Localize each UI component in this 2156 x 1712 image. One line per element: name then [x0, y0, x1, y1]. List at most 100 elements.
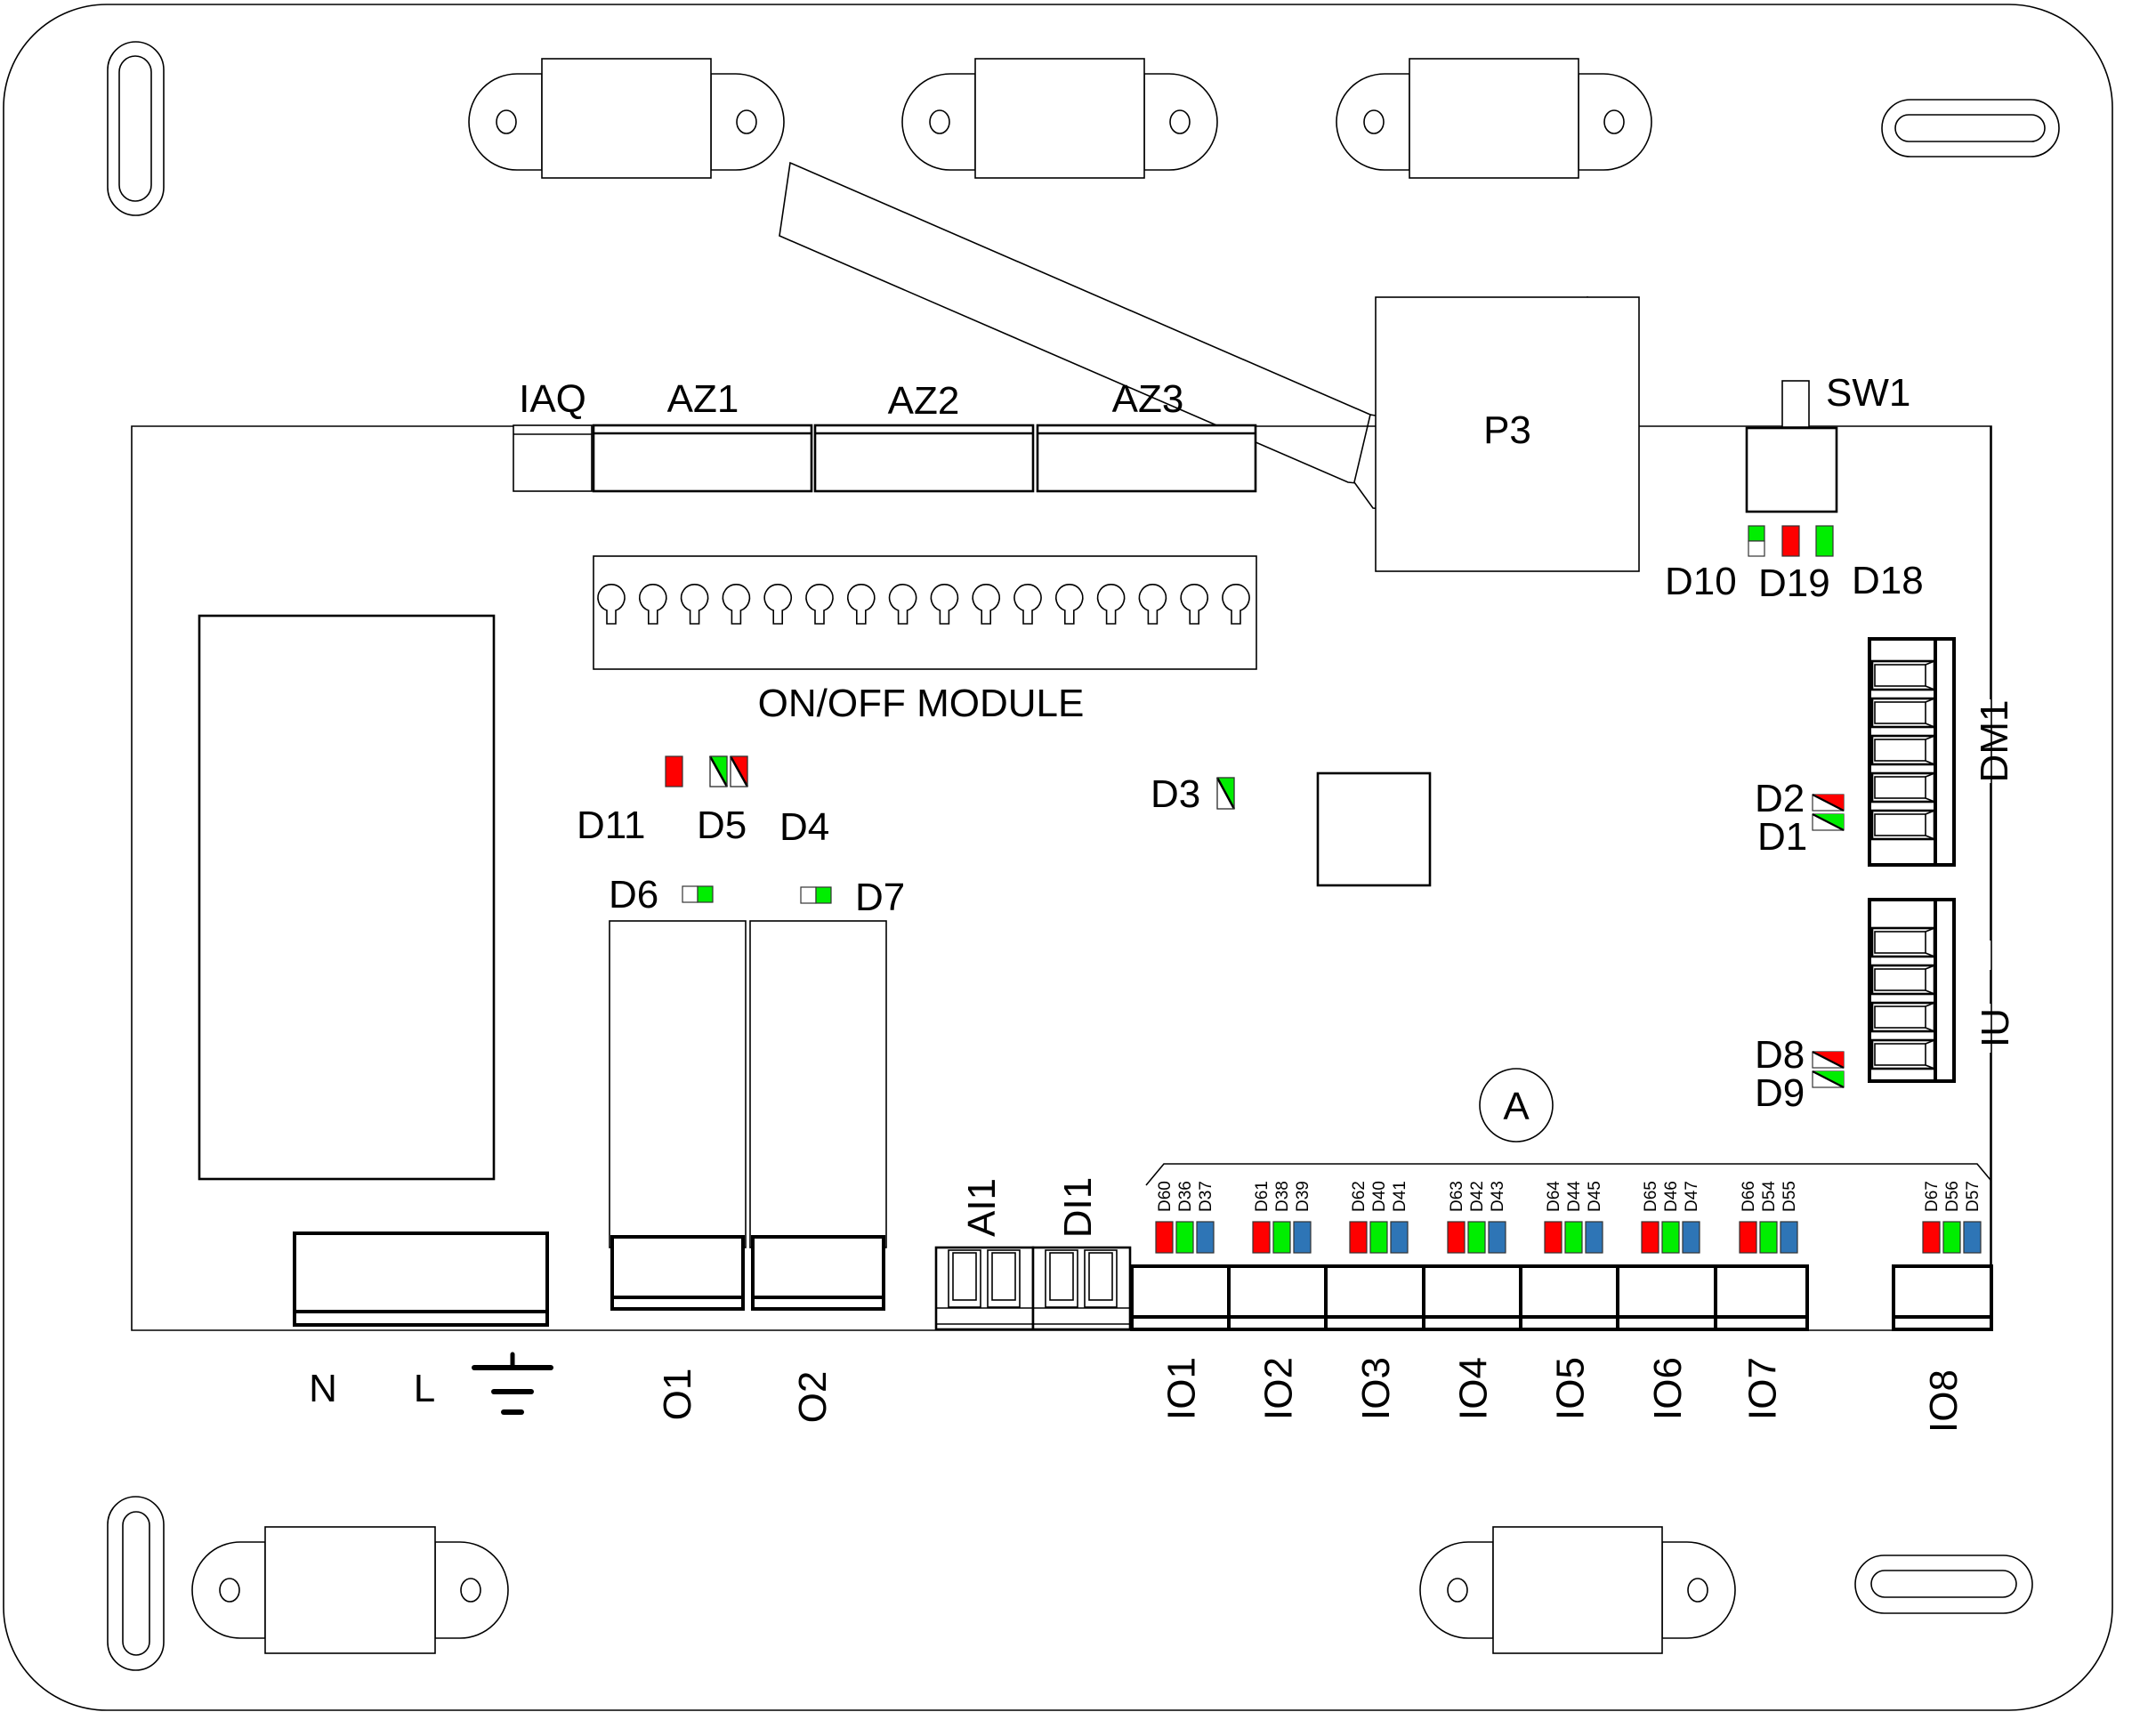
connector-iu[interactable] — [1868, 898, 1956, 1083]
outer-housing — [3, 4, 2113, 1711]
terminal-slot[interactable] — [1870, 964, 1936, 996]
led-d65 — [1641, 1221, 1659, 1254]
terminal-slot[interactable] — [1870, 1001, 1936, 1033]
relay-2 — [749, 920, 887, 1248]
d3-label: D3 — [1151, 772, 1200, 816]
clip-screw-hole — [1687, 1578, 1708, 1603]
led-label: D44 — [1565, 1181, 1584, 1212]
led-d9 — [1812, 1070, 1845, 1088]
mounting-clip — [191, 1526, 509, 1654]
led-label: D46 — [1662, 1181, 1681, 1212]
led-label: D43 — [1489, 1181, 1507, 1212]
sw1-label: SW1 — [1826, 371, 1910, 415]
connector-di1[interactable] — [1031, 1246, 1132, 1331]
terminal-o2[interactable] — [751, 1235, 885, 1311]
io-terminal[interactable] — [1892, 1264, 1993, 1331]
switch-sw1[interactable]: SW1 — [1745, 371, 1910, 513]
connector-iaq[interactable] — [513, 424, 593, 492]
io-terminal[interactable] — [1616, 1264, 1717, 1331]
clip-screw-hole — [929, 109, 950, 134]
terminal-slot[interactable] — [1870, 734, 1936, 766]
input-slot[interactable] — [1084, 1249, 1118, 1308]
led-label: D63 — [1448, 1181, 1466, 1212]
led-label: D42 — [1468, 1181, 1487, 1212]
io-port-label: IO4 — [1452, 1357, 1496, 1420]
terminal-slot[interactable] — [1870, 771, 1936, 804]
clip-ear-left — [1336, 73, 1410, 171]
power-terminal[interactable] — [293, 1232, 549, 1327]
io-port-label: IO3 — [1354, 1357, 1398, 1420]
connector-ai1[interactable] — [934, 1246, 1035, 1331]
terminal-o1[interactable] — [610, 1235, 745, 1311]
led-d44 — [1564, 1221, 1583, 1254]
terminal-slot[interactable] — [1870, 1038, 1936, 1070]
led-label: D54 — [1760, 1181, 1779, 1212]
label-o1: O1 — [656, 1369, 699, 1421]
label-l: L — [414, 1367, 435, 1410]
clip-screw-hole — [1363, 109, 1385, 134]
led-label: D36 — [1176, 1181, 1195, 1212]
clip-screw-hole — [219, 1578, 240, 1603]
led-d18 — [1815, 525, 1834, 557]
io-terminal[interactable] — [1714, 1264, 1809, 1331]
led-d61 — [1252, 1221, 1271, 1254]
io-port-label: IO5 — [1549, 1357, 1593, 1420]
terminal-slot[interactable] — [1870, 926, 1936, 958]
connector-az1[interactable] — [592, 424, 813, 493]
status-leds: D10 D19 D18 — [1665, 525, 1924, 605]
terminal-slot[interactable] — [1870, 809, 1936, 841]
d9-label: D9 — [1755, 1071, 1805, 1115]
mounting-slot-bottom-left — [107, 1496, 165, 1671]
on-off-pin — [847, 584, 876, 625]
d11-label: D11 — [577, 804, 645, 847]
connector-az3[interactable] — [1036, 424, 1257, 493]
connector-dm1[interactable] — [1868, 637, 1956, 867]
led-label: D65 — [1642, 1181, 1660, 1212]
on-off-pin — [1096, 584, 1126, 625]
connector-az2[interactable] — [813, 424, 1035, 493]
clip-body — [264, 1526, 436, 1654]
io-terminal[interactable] — [1519, 1264, 1619, 1331]
clip-screw-hole — [496, 109, 517, 134]
input-slot[interactable] — [987, 1249, 1021, 1308]
input-slot[interactable] — [1045, 1249, 1078, 1308]
relay-leds: D11 D5 D4 — [577, 755, 829, 849]
dm1-leds: D2 D1 — [1755, 777, 1845, 859]
io-bracket — [1145, 1163, 1991, 1186]
clip-ear-left — [468, 73, 543, 171]
led-d7: D7 — [800, 876, 905, 919]
top-connectors: IAQ AZ1 AZ2 AZ3 — [513, 377, 1257, 493]
led-d10 — [1748, 525, 1765, 557]
on-off-pin — [1180, 584, 1208, 625]
microcontroller-chip — [1316, 771, 1432, 887]
io-terminal[interactable] — [1422, 1264, 1522, 1331]
p3-label: P3 — [1483, 408, 1531, 452]
terminal-slot[interactable] — [1870, 697, 1936, 729]
led-d3: D3 — [1151, 772, 1236, 816]
on-off-pin — [805, 584, 834, 625]
mounting-clip — [1419, 1526, 1736, 1654]
led-d56 — [1942, 1221, 1961, 1254]
led-label: D57 — [1964, 1181, 1982, 1212]
led-d11 — [665, 755, 683, 787]
io-terminal[interactable] — [1324, 1264, 1425, 1331]
input-slot[interactable] — [948, 1249, 981, 1308]
label-az1: AZ1 — [667, 377, 739, 421]
label-iaq: IAQ — [519, 377, 586, 421]
terminal-slot[interactable] — [1870, 659, 1936, 691]
d4-label: D4 — [779, 805, 829, 849]
clip-ear-right — [1143, 73, 1218, 171]
io-terminal[interactable] — [1130, 1264, 1231, 1331]
led-label: D60 — [1156, 1181, 1175, 1212]
led-label: D39 — [1294, 1181, 1312, 1212]
io-port-label: IO1 — [1160, 1357, 1204, 1420]
on-off-module[interactable]: ON/OFF MODULE — [593, 555, 1257, 725]
clip-ear-right — [434, 1541, 509, 1639]
io-terminal[interactable] — [1227, 1264, 1328, 1331]
led-d63 — [1447, 1221, 1466, 1254]
